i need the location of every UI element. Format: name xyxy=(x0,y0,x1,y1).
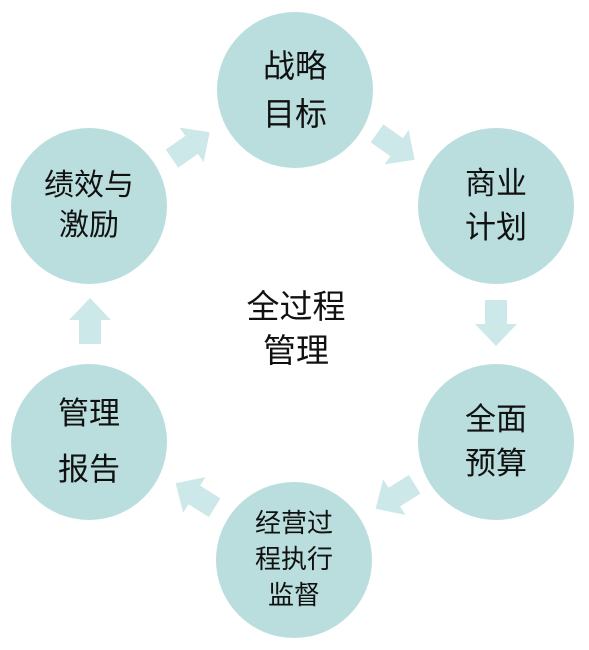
node-budget-line-2: 预算 xyxy=(465,446,527,482)
node-plan-line-2: 计划 xyxy=(465,210,527,246)
node-strategy-goal: 战略 目标 xyxy=(217,12,373,168)
node-perf-line-2: 激励 xyxy=(59,208,119,243)
arrow-exec-to-report xyxy=(175,477,221,517)
arrow-plan-to-budget xyxy=(475,300,517,346)
arrow-strategy-to-plan xyxy=(370,124,415,165)
node-report-line-1: 管理 xyxy=(58,396,120,432)
node-management-report: 管理 报告 xyxy=(11,364,167,520)
node-strategy-line-1: 战略 xyxy=(262,47,327,85)
node-plan-line-1: 商业 xyxy=(465,166,527,202)
arrow-budget-to-exec xyxy=(375,475,421,515)
arrow-perf-to-strategy xyxy=(165,127,210,168)
node-exec-line-3: 监督 xyxy=(267,581,320,611)
node-exec-line-1: 经营过 xyxy=(254,509,333,539)
node-full-budget: 全面 预算 xyxy=(418,364,574,520)
node-business-plan: 商业 计划 xyxy=(418,128,574,284)
node-perf-line-1: 绩效与 xyxy=(44,168,134,203)
node-exec-line-2: 程执行 xyxy=(254,545,333,575)
node-strategy-line-2: 目标 xyxy=(262,95,327,133)
center-label-line-1: 全过程 xyxy=(246,287,346,326)
center-label: 全过程 管理 xyxy=(218,285,374,373)
node-execution-supervision: 经营过 程执行 监督 xyxy=(216,482,372,638)
arrow-report-to-perf xyxy=(69,298,111,344)
center-label-line-2: 管理 xyxy=(263,331,329,370)
node-report-line-2: 报告 xyxy=(58,452,120,488)
node-performance-incentive: 绩效与 激励 xyxy=(11,128,167,284)
node-budget-line-1: 全面 xyxy=(465,402,527,438)
